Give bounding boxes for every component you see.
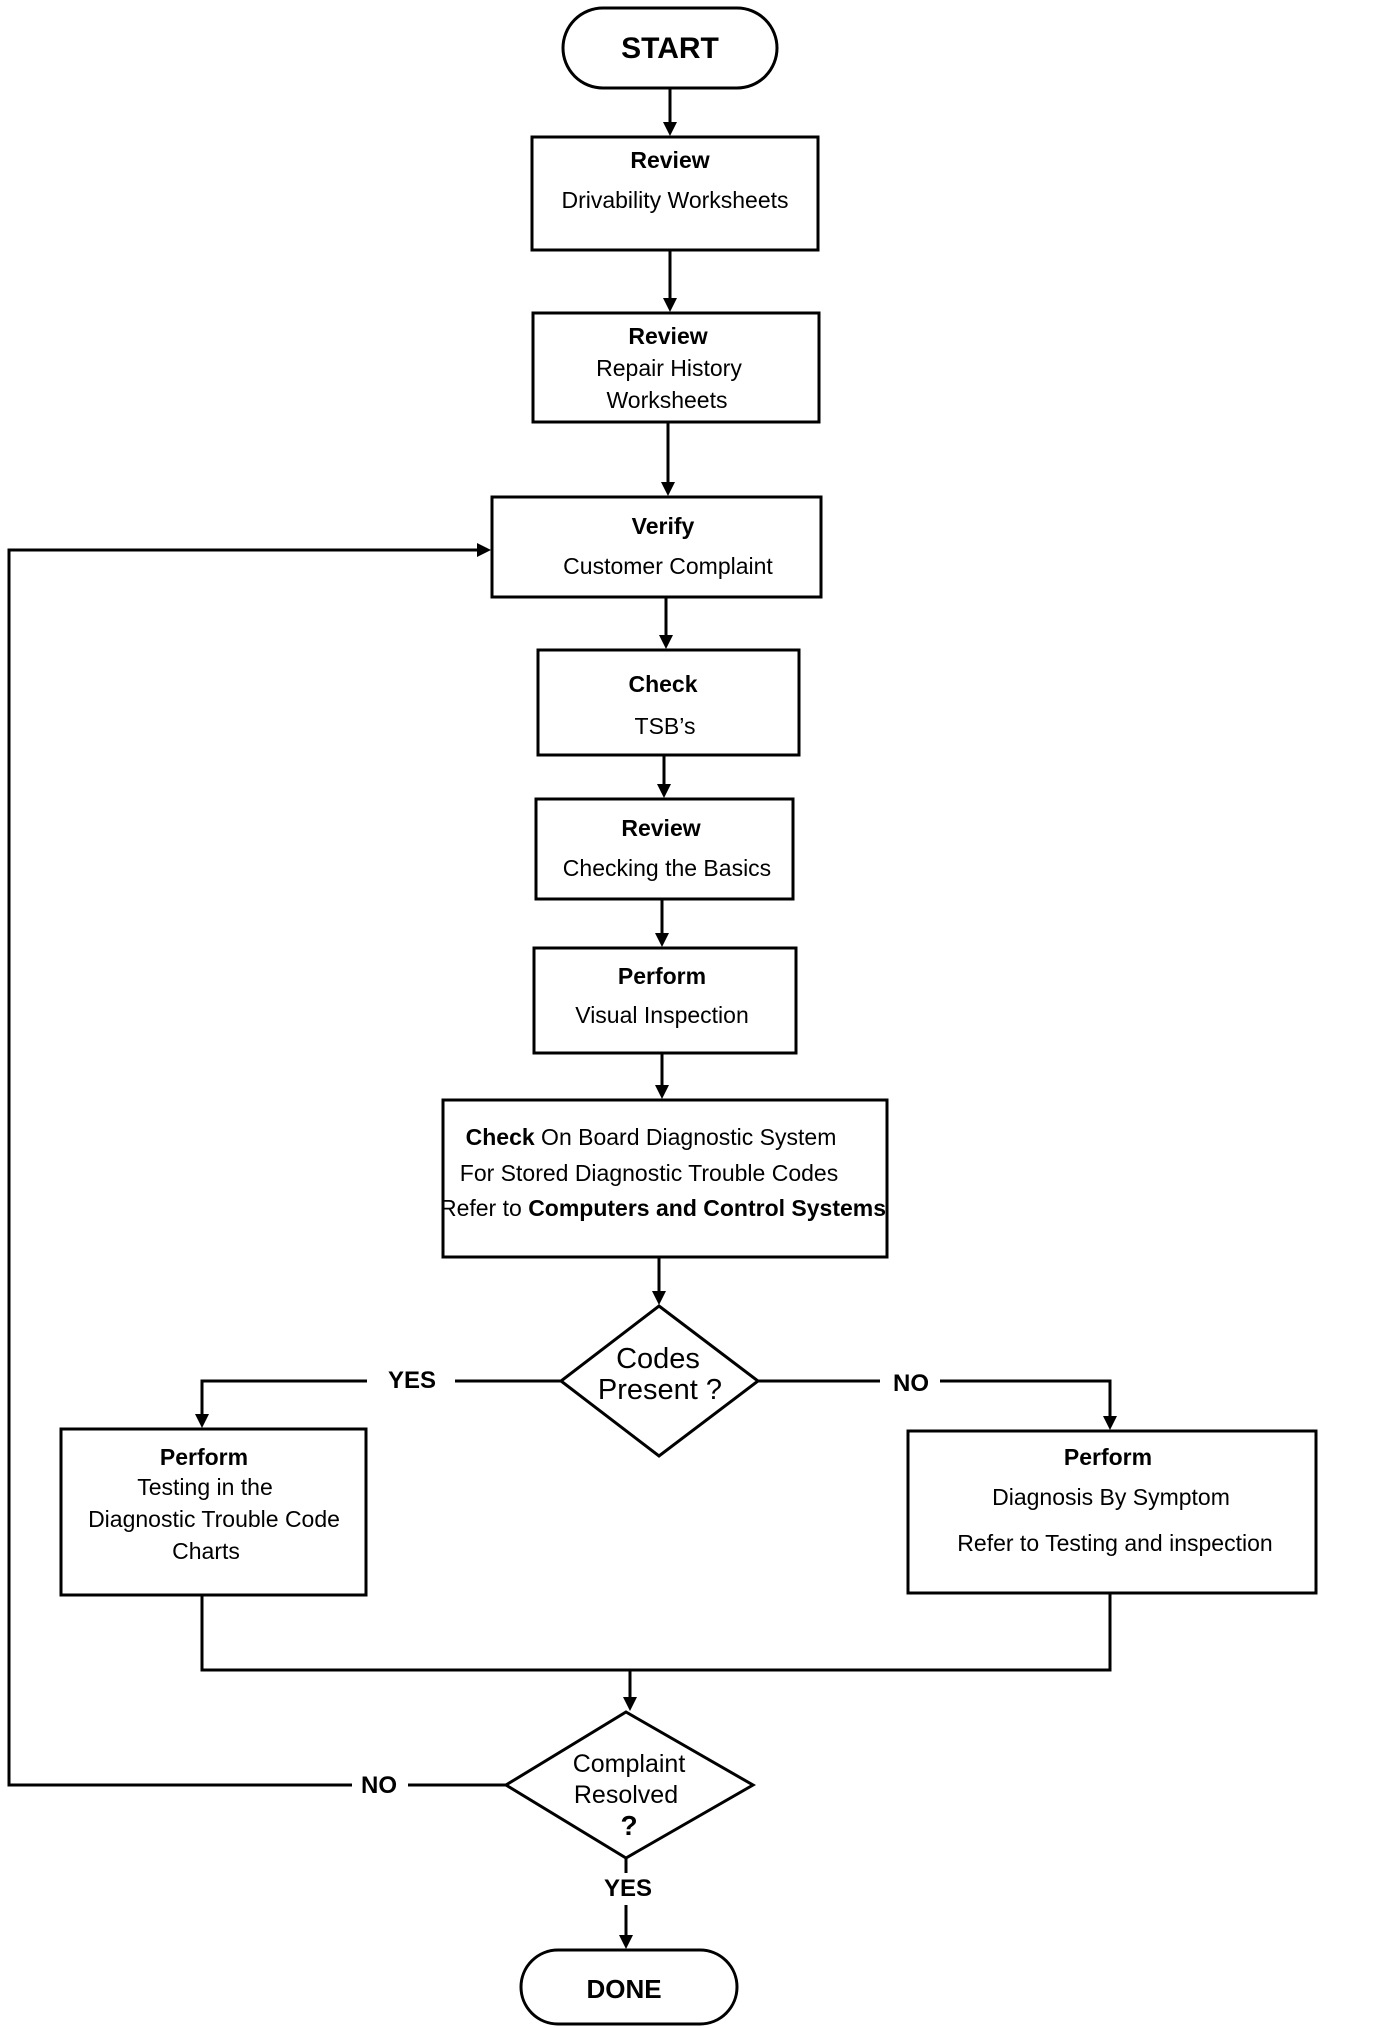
- step-text: Charts: [172, 1538, 240, 1564]
- step-review-repair-history: Review Repair History Worksheets: [531, 311, 821, 424]
- step-text: Drivability Worksheets: [561, 187, 788, 213]
- step-text: TSB’s: [635, 713, 696, 739]
- done-label: DONE: [586, 1974, 661, 2004]
- resolved-yes-label: YES: [604, 1875, 652, 1902]
- step-review-drivability: Review Drivability Worksheets: [530, 135, 820, 252]
- step-diagnosis-by-symptom: Perform Diagnosis By Symptom Refer to Te…: [906, 1429, 1318, 1595]
- step-text: Worksheets: [606, 387, 727, 413]
- step-review-basics: Review Checking the Basics: [534, 797, 795, 901]
- step-title: Review: [621, 815, 700, 841]
- obd-line-2: For Stored Diagnostic Trouble Codes: [460, 1160, 838, 1186]
- step-title: Verify: [632, 513, 695, 539]
- decision-text: ?: [620, 1810, 637, 1841]
- step-text: Repair History: [596, 355, 742, 381]
- no-label: NO: [893, 1370, 929, 1397]
- step-title: Perform: [160, 1444, 248, 1470]
- decision-codes-present: Codes Present ?: [558, 1304, 761, 1458]
- step-text: Visual Inspection: [575, 1002, 748, 1028]
- decision-text: Complaint: [573, 1750, 686, 1778]
- yes-label: YES: [388, 1367, 436, 1394]
- step-dtc-charts: Perform Testing in the Diagnostic Troubl…: [59, 1427, 368, 1597]
- decision-text: Present ?: [598, 1374, 722, 1406]
- step-visual-inspection: Perform Visual Inspection: [532, 946, 798, 1055]
- step-text: Checking the Basics: [563, 855, 771, 881]
- done-terminal: DONE: [519, 1948, 739, 2026]
- obd-line-1: Check On Board Diagnostic System: [466, 1124, 837, 1150]
- step-text: Refer to Testing and inspection: [957, 1530, 1272, 1556]
- connectors: [7, 88, 1117, 1949]
- step-title: Perform: [618, 963, 706, 989]
- decision-text: Resolved: [574, 1781, 678, 1809]
- resolved-no-label: NO: [361, 1772, 397, 1799]
- step-text: Diagnostic Trouble Code: [88, 1506, 340, 1532]
- step-title: Perform: [1064, 1444, 1152, 1470]
- step-text: Customer Complaint: [563, 553, 773, 579]
- start-label: START: [621, 32, 719, 65]
- step-check-tsbs: Check TSB’s: [536, 648, 801, 757]
- decision-text: Codes: [616, 1343, 700, 1375]
- start-terminal: START: [561, 6, 779, 90]
- step-text: Diagnosis By Symptom: [992, 1484, 1230, 1510]
- step-title: Review: [630, 147, 709, 173]
- step-title: Check: [628, 671, 697, 697]
- step-text: Testing in the: [137, 1474, 273, 1500]
- step-verify-complaint: Verify Customer Complaint: [490, 495, 823, 599]
- decision-complaint-resolved: Complaint Resolved ?: [503, 1710, 757, 1860]
- step-check-obd: Check On Board Diagnostic System For Sto…: [440, 1098, 889, 1259]
- obd-line-3: Refer to Computers and Control Systems: [440, 1195, 886, 1221]
- step-title: Review: [628, 323, 707, 349]
